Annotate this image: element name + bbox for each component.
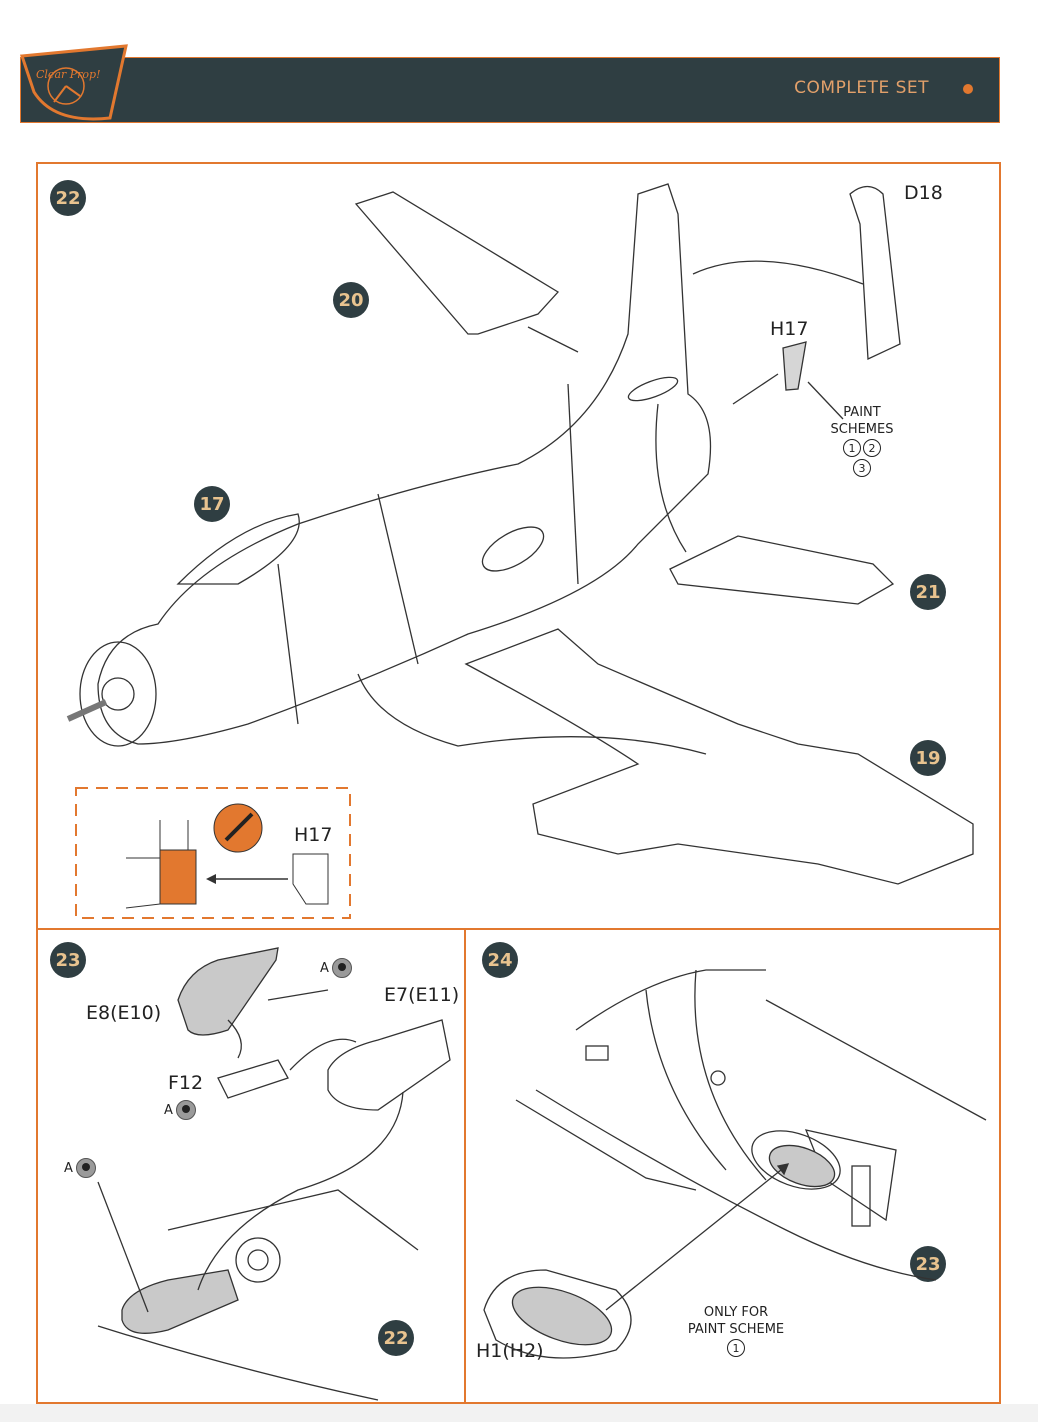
part-e7: [327, 1019, 451, 1111]
panel-step-24: 24 23 H1(H2) ONLY FOR PAINT SCHEME 1: [464, 928, 1001, 1404]
note-line2: PAINT SCHEME: [687, 1322, 785, 1337]
note-line1: ONLY FOR: [703, 1305, 769, 1320]
part-e8: [177, 947, 279, 1036]
paint-brush-icon: [175, 1100, 196, 1120]
rudder-part-d18: [849, 185, 901, 360]
part-label-e8: E8(E10): [86, 1002, 162, 1024]
detail-orange-part: [159, 849, 197, 905]
scheme-number: 3: [853, 459, 871, 477]
detail-part-h17: [292, 853, 329, 905]
intake-opening: [751, 1130, 841, 1190]
gear-icon: [963, 84, 973, 94]
scheme-number: 1: [843, 439, 861, 457]
clear-prop-logo: Clear Prop!: [19, 44, 128, 121]
part-h1: [483, 1269, 632, 1359]
header-bar: COMPLETE SET: [20, 57, 1000, 123]
callout-19: 19: [910, 740, 946, 776]
stabilizer-left: [354, 191, 560, 335]
fuselage-outline: [97, 183, 712, 745]
wing-assembly: [464, 628, 974, 885]
footer-strip: [0, 1404, 1038, 1422]
paint-code: A: [320, 960, 329, 976]
stabilizer-right: [669, 535, 895, 605]
paint-brush-icon: [75, 1158, 96, 1178]
detail-inset: [75, 787, 351, 919]
callout-22: 22: [378, 1320, 414, 1356]
paint-code: A: [164, 1102, 173, 1118]
cockpit-part: [121, 1269, 239, 1334]
logo-text: Clear Prop!: [36, 68, 101, 81]
note-line1: PAINT: [843, 405, 881, 420]
part-label-f12: F12: [168, 1072, 204, 1094]
part-label-h1: H1(H2): [476, 1340, 544, 1362]
paint-callout: A: [64, 1158, 96, 1178]
part-f12: [217, 1059, 289, 1099]
assembly-drawing-23: [97, 947, 451, 1401]
paint-callout: A: [164, 1100, 196, 1120]
panel-step-23: 23 22 E8(E10) E7(E11) F12 A A A: [36, 928, 466, 1404]
header-title: COMPLETE SET: [794, 78, 929, 98]
part-label-h17: H17: [770, 318, 809, 340]
nose-hub: [101, 677, 135, 711]
paint-scheme-note: ONLY FOR PAINT SCHEME 1: [676, 1304, 796, 1358]
part-label-e7: E7(E11): [384, 984, 460, 1006]
canopy: [176, 513, 300, 585]
panel-step-22: 22 20 17 21 19 D18 H17 H17 PAINT SCHEMES…: [36, 162, 1001, 930]
paint-callout: A: [320, 958, 352, 978]
callout-17: 17: [194, 486, 230, 522]
step-number: 23: [50, 942, 86, 978]
paint-brush-icon: [331, 958, 352, 978]
part-label-d18: D18: [904, 182, 943, 204]
scheme-number: 1: [727, 1339, 745, 1357]
callout-21: 21: [910, 574, 946, 610]
step-number: 24: [482, 942, 518, 978]
scheme-number: 2: [863, 439, 881, 457]
part-label-h17-detail: H17: [294, 824, 333, 846]
callout-20: 20: [333, 282, 369, 318]
nose-intake: [79, 641, 157, 747]
assembly-drawing-24: [483, 969, 987, 1359]
note-line2: SCHEMES: [830, 422, 894, 437]
part-h17: [782, 341, 807, 391]
assembly-drawing-22: [66, 183, 974, 919]
paint-code: A: [64, 1160, 73, 1176]
step-number: 22: [50, 180, 86, 216]
